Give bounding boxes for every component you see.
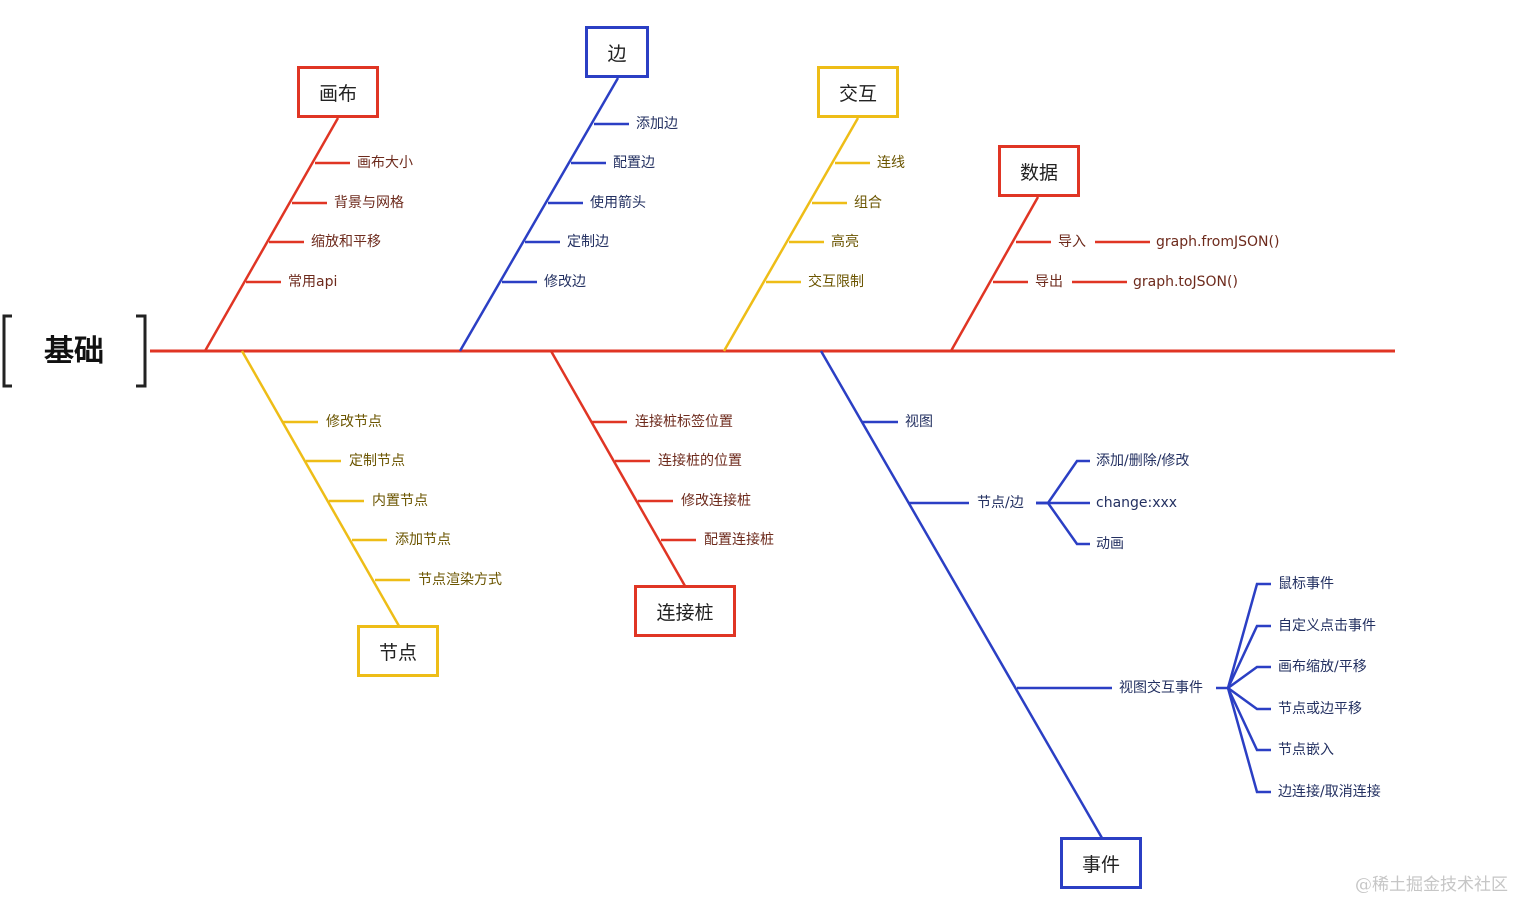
edge-item[interactable]: 添加边 <box>636 116 678 132</box>
view-interaction-child[interactable]: 节点或边平移 <box>1278 701 1362 717</box>
category-node[interactable]: 节点 <box>357 625 439 677</box>
node-item[interactable]: 添加节点 <box>395 532 451 548</box>
interaction-item[interactable]: 高亮 <box>831 234 859 250</box>
branch-event-lines <box>819 350 1271 839</box>
watermark: @稀土掘金技术社区 <box>1355 875 1508 895</box>
view-interaction-child[interactable]: 节点嵌入 <box>1278 742 1334 758</box>
data-item[interactable]: 导入 <box>1058 234 1086 250</box>
branch-port-lines <box>549 350 696 587</box>
canvas-item[interactable]: 画布大小 <box>357 155 413 171</box>
canvas-item[interactable]: 缩放和平移 <box>311 234 381 250</box>
root-bracket-left <box>2 314 12 388</box>
node-item[interactable]: 节点渲染方式 <box>418 572 502 588</box>
category-interaction[interactable]: 交互 <box>817 66 899 118</box>
root-bracket-right <box>136 314 147 388</box>
category-data[interactable]: 数据 <box>998 145 1080 197</box>
category-event[interactable]: 事件 <box>1060 837 1142 889</box>
canvas-item[interactable]: 常用api <box>288 274 338 290</box>
interaction-item[interactable]: 连线 <box>877 155 905 171</box>
view-interaction-child[interactable]: 自定义点击事件 <box>1278 618 1376 634</box>
edge-item[interactable]: 定制边 <box>567 234 609 250</box>
category-port[interactable]: 连接桩 <box>634 585 736 637</box>
edge-item[interactable]: 修改边 <box>544 274 586 290</box>
branch-interaction-lines <box>722 117 870 352</box>
node-edge-child[interactable]: 添加/删除/修改 <box>1096 453 1190 469</box>
view-interaction-child[interactable]: 鼠标事件 <box>1278 576 1334 592</box>
data-detail[interactable]: graph.fromJSON() <box>1156 234 1280 250</box>
interaction-item[interactable]: 组合 <box>854 195 882 211</box>
node-item[interactable]: 定制节点 <box>349 453 405 469</box>
category-canvas[interactable]: 画布 <box>297 66 379 118</box>
node-item[interactable]: 内置节点 <box>372 493 428 509</box>
event-item[interactable]: 节点/边 <box>977 495 1024 511</box>
interaction-item[interactable]: 交互限制 <box>808 274 864 290</box>
port-item[interactable]: 连接桩标签位置 <box>635 414 733 430</box>
event-item[interactable]: 视图 <box>905 414 933 430</box>
branch-node-lines <box>240 350 410 627</box>
view-interaction-child[interactable]: 边连接/取消连接 <box>1278 784 1381 800</box>
data-item[interactable]: 导出 <box>1035 274 1063 290</box>
event-item[interactable]: 视图交互事件 <box>1119 680 1203 696</box>
port-item[interactable]: 配置连接桩 <box>704 532 774 548</box>
canvas-item[interactable]: 背景与网格 <box>334 195 404 211</box>
branch-data-lines <box>949 196 1150 352</box>
view-interaction-child[interactable]: 画布缩放/平移 <box>1278 659 1367 675</box>
edge-item[interactable]: 使用箭头 <box>590 195 646 211</box>
port-item[interactable]: 修改连接桩 <box>681 493 751 509</box>
category-edge[interactable]: 边 <box>585 26 649 78</box>
node-item[interactable]: 修改节点 <box>326 414 382 430</box>
node-edge-child[interactable]: change:xxx <box>1096 495 1178 511</box>
data-detail[interactable]: graph.toJSON() <box>1133 274 1238 290</box>
node-edge-child[interactable]: 动画 <box>1096 536 1124 552</box>
branch-canvas-lines <box>203 117 350 352</box>
port-item[interactable]: 连接桩的位置 <box>658 453 742 469</box>
edge-item[interactable]: 配置边 <box>613 155 655 171</box>
branch-edge-lines <box>458 77 629 352</box>
root-label: 基础 <box>44 334 104 369</box>
